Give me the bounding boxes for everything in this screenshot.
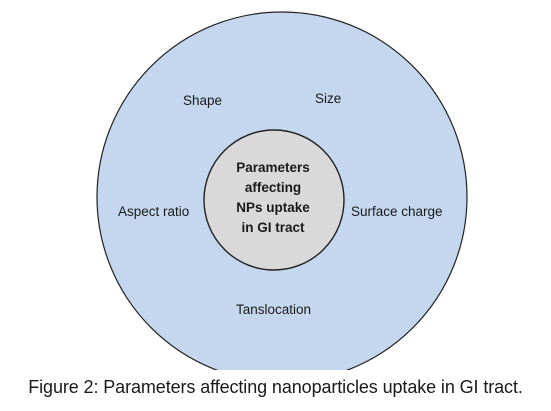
center-label-line-2: affecting: [245, 180, 301, 195]
center-label: Parameters affecting NPs uptake in GI tr…: [236, 160, 310, 235]
figure-caption: Figure 2: Parameters affecting nanoparti…: [28, 377, 523, 397]
parameter-surface-charge: Surface charge: [351, 204, 443, 219]
center-label-line-1: Parameters: [236, 160, 310, 175]
center-label-line-3: NPs uptake: [236, 200, 310, 215]
parameter-translocation: Tanslocation: [236, 302, 311, 317]
inner-circle: [203, 129, 345, 271]
diagram: Parameters affecting NPs uptake in GI tr…: [96, 11, 468, 370]
parameter-shape: Shape: [183, 93, 222, 108]
center-label-line-4: in GI tract: [241, 220, 305, 235]
parameter-aspect-ratio: Aspect ratio: [118, 204, 189, 219]
parameter-size: Size: [315, 91, 341, 106]
